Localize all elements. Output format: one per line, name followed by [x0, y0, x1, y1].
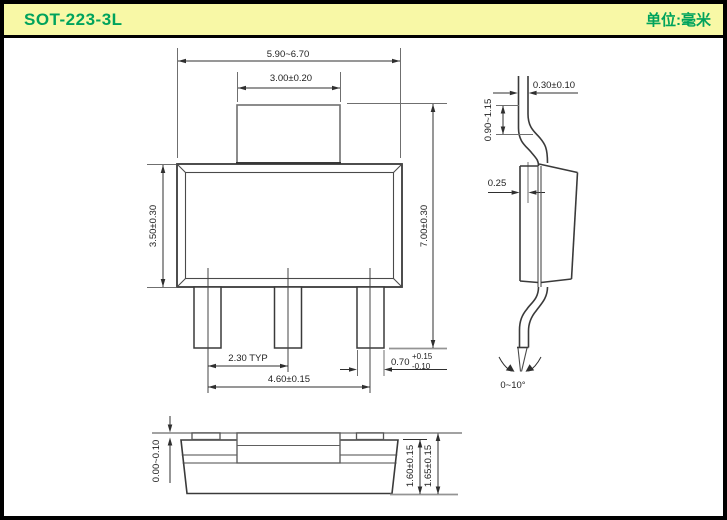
dim-overall-thickness: 1.65±0.15 [423, 433, 441, 495]
dim-standoff: 0.00~0.10 [151, 416, 173, 483]
dim-label-body-height: 3.50±0.30 [148, 205, 159, 247]
side-lower-lead [517, 286, 549, 372]
end-lead-foot-right [355, 432, 385, 441]
dim-overall-width: 5.90~6.70 [177, 48, 401, 158]
lead-centerlines [207, 268, 371, 393]
dim-label-overall-width: 5.90~6.70 [267, 49, 310, 60]
dim-tab-width: 3.00±0.20 [237, 72, 341, 102]
dim-lead-span: 4.60±0.15 [208, 374, 370, 390]
side-body-outline [519, 163, 579, 287]
dim-label-lead-thickness: 0.30±0.10 [533, 80, 575, 91]
end-tab-outline [236, 432, 341, 464]
dim-label-lead-width-plus: +0.15 [412, 352, 433, 361]
dim-label-lead-width: 0.70 [391, 357, 410, 368]
dim-body-thickness: 1.60±0.15 [403, 439, 427, 495]
dim-label-lead-width-minus: -0.10 [412, 362, 431, 371]
page-title: SOT-223-3L [24, 9, 123, 29]
title-bar: SOT-223-3L 单位:毫米 [4, 4, 723, 38]
dim-lead-width: 0.70 +0.15 -0.10 [340, 347, 447, 376]
dim-lead-pitch: 2.30 TYP [208, 353, 288, 369]
dim-label-standoff: 0.00~0.10 [151, 440, 162, 483]
dim-label-lead-pitch: 2.30 TYP [228, 353, 267, 364]
dim-label-body-thickness: 1.60±0.15 [405, 445, 416, 487]
unit-label: 单位:毫米 [646, 12, 711, 29]
dim-foot-angle: 0~10° [498, 356, 542, 391]
tab-outline [236, 104, 341, 164]
dim-upper-lead-length: 0.90~1.15 [483, 99, 533, 142]
dim-label-foot-angle: 0~10° [500, 380, 525, 391]
dim-label-overall-thickness: 1.65±0.15 [423, 445, 434, 487]
dim-label-face-offset: 0.25 [488, 178, 507, 189]
dim-label-lead-span: 4.60±0.15 [268, 374, 310, 385]
dim-label-tab-width: 3.00±0.20 [270, 73, 312, 84]
dim-label-upper-lead-length: 0.90~1.15 [483, 99, 494, 142]
front-view: 5.90~6.70 3.00±0.20 [147, 48, 447, 393]
side-view: 0.30±0.10 0.90~1.15 0.25 [483, 76, 579, 391]
dim-label-overall-height: 7.00±0.30 [419, 205, 430, 247]
package-outline-drawing: 5.90~6.70 3.00±0.20 [147, 48, 579, 496]
end-view: 0.00~0.10 1.60±0.15 1.65±0.15 [151, 416, 462, 496]
dim-overall-height: 7.00±0.30 [347, 103, 447, 348]
dim-lead-thickness: 0.30±0.10 [493, 80, 578, 96]
body-outline [176, 163, 403, 288]
dim-face-offset: 0.25 [488, 162, 545, 203]
end-lead-foot-left [191, 432, 221, 441]
dim-body-height: 3.50±0.30 [147, 164, 176, 288]
